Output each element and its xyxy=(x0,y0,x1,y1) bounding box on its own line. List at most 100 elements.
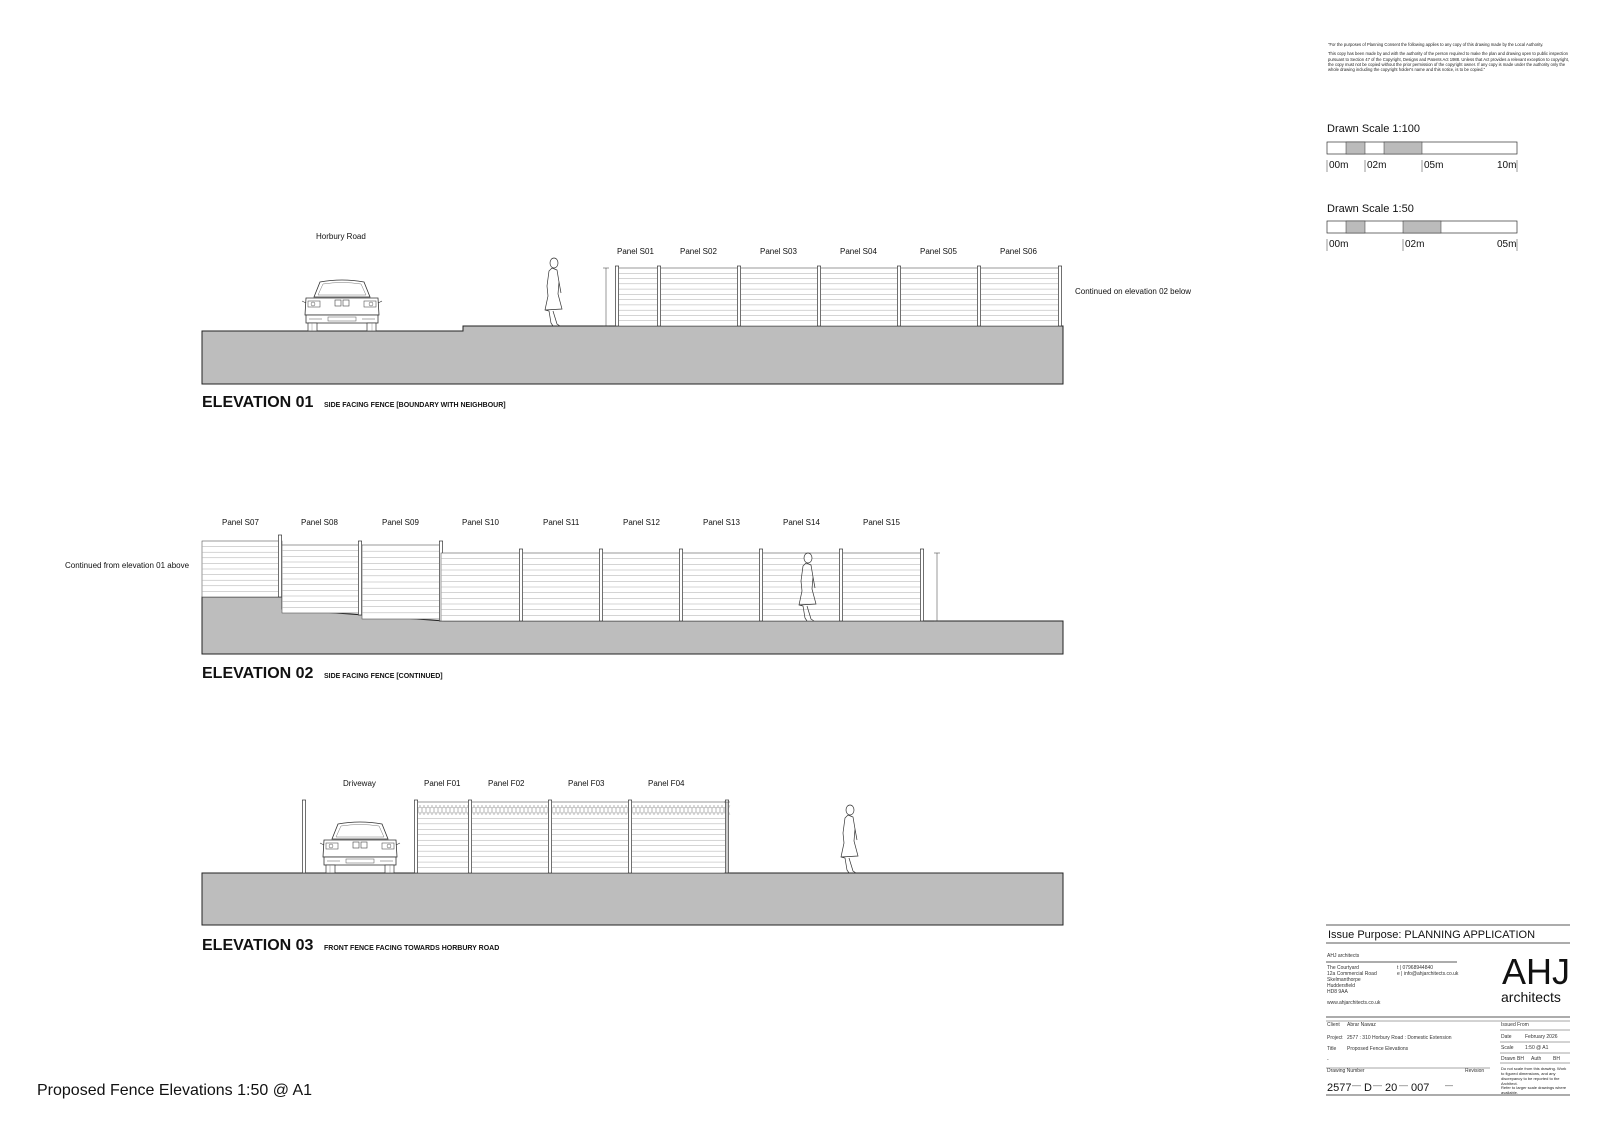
fence-panel xyxy=(978,267,1061,327)
sheet-footer-title: Proposed Fence Elevations 1:50 @ A1 xyxy=(37,1082,313,1099)
fence-panel xyxy=(616,267,660,327)
fence-panel xyxy=(361,544,443,620)
panel-label: Panel S10 xyxy=(462,518,499,527)
dimension-line xyxy=(603,267,609,327)
drawing-number-label: Drawing Number xyxy=(1327,1068,1365,1074)
elevation-title: ELEVATION 02 xyxy=(202,665,314,682)
panel-label: Panel S02 xyxy=(680,247,717,256)
drawing-note: Refer to larger scale drawings where ava… xyxy=(1501,1085,1567,1095)
dimension-line xyxy=(724,801,730,874)
fence-panel xyxy=(738,267,820,327)
continuation-note: Continued on elevation 02 below xyxy=(1075,287,1192,296)
elevation-02 xyxy=(201,534,1064,655)
fence-panel xyxy=(440,552,522,622)
auth-value: BH xyxy=(1553,1056,1560,1062)
address-line: The Courtyard xyxy=(1327,965,1359,971)
fence-post xyxy=(468,799,472,874)
drawing-number-part: 2577 xyxy=(1327,1082,1352,1094)
address-line: HD8 9AA xyxy=(1327,989,1348,995)
fence-post xyxy=(657,265,661,327)
title-block-frame xyxy=(1326,924,1570,1096)
fence-post xyxy=(599,548,603,622)
drawn-value: BH xyxy=(1517,1056,1524,1062)
car-icon xyxy=(319,821,401,874)
elevation-subtitle: SIDE FACING FENCE [BOUNDARY WITH NEIGHBO… xyxy=(324,402,506,409)
scale-bar-1-50 xyxy=(1326,220,1518,251)
revision-label: Revision xyxy=(1465,1068,1485,1074)
panel-label: Panel S15 xyxy=(863,518,900,527)
separator: — xyxy=(1352,1080,1361,1090)
dash-placeholder: - xyxy=(1327,1057,1329,1063)
drawing-note: Do not scale from this drawing. Work to … xyxy=(1501,1066,1567,1086)
client-label: Client xyxy=(1327,1022,1340,1028)
issue-purpose: Issue Purpose: PLANNING APPLICATION xyxy=(1328,929,1536,941)
fence-post xyxy=(302,799,306,874)
separator: — xyxy=(1373,1080,1382,1090)
scale-label: 00m xyxy=(1329,160,1349,171)
fence-post xyxy=(1058,265,1062,327)
fence-post xyxy=(817,265,821,327)
fence-post xyxy=(977,265,981,327)
copyright-notice: "For the purposes of Planning Consent th… xyxy=(1328,42,1573,76)
date-label: Date xyxy=(1501,1034,1512,1040)
panel-label: Panel S05 xyxy=(920,247,957,256)
fence-panel xyxy=(415,801,471,874)
fence-post xyxy=(759,548,763,622)
fence-post xyxy=(548,799,552,874)
firm-logo-subtitle: architects xyxy=(1501,989,1561,1005)
panel-label: Panel S01 xyxy=(617,247,654,256)
fence-post xyxy=(628,799,632,874)
elevation-title: ELEVATION 01 xyxy=(202,394,314,411)
fence-panel xyxy=(658,267,740,327)
elevation-03 xyxy=(201,799,1064,926)
road-label: Horbury Road xyxy=(316,232,366,241)
fence-panel xyxy=(840,552,923,622)
panel-label: Panel S12 xyxy=(623,518,660,527)
fence-panel xyxy=(600,552,682,622)
driveway-label: Driveway xyxy=(343,779,376,788)
fence-elevation-01 xyxy=(603,265,1062,327)
car-icon xyxy=(301,279,383,332)
fence-panel xyxy=(520,552,602,622)
firm-logo: AHJ xyxy=(1502,951,1571,992)
fence-panel xyxy=(629,801,728,874)
panel-label: Panel F04 xyxy=(648,779,685,788)
fence-panel xyxy=(818,267,900,327)
elevation-subtitle: FRONT FENCE FACING TOWARDS HORBURY ROAD xyxy=(324,945,500,952)
address-line: 12a Commercial Road xyxy=(1327,971,1377,977)
fence-elevation-03 xyxy=(302,799,731,874)
elevation-title: ELEVATION 03 xyxy=(202,937,314,954)
fence-trellis xyxy=(549,804,631,816)
fence-post xyxy=(839,548,843,622)
panel-label: Panel S09 xyxy=(382,518,419,527)
panel-label: Panel S13 xyxy=(703,518,740,527)
panel-label: Panel S11 xyxy=(543,518,580,527)
panel-label: Panel S03 xyxy=(760,247,797,256)
dimension-line xyxy=(934,552,940,622)
telephone: t | 07968944840 xyxy=(1397,965,1434,971)
elevation-01 xyxy=(201,257,1064,385)
fence-post xyxy=(414,799,418,874)
title-label: Title xyxy=(1327,1046,1337,1052)
fence-post xyxy=(519,548,523,622)
panel-label: Panel F01 xyxy=(424,779,461,788)
client-value: Abrar Nawaz xyxy=(1347,1022,1376,1028)
scale-title-1-50: Drawn Scale 1:50 xyxy=(1327,203,1414,215)
person-figure-icon xyxy=(544,257,563,327)
fence-panel xyxy=(201,540,283,598)
scale-value: 1:50 @ A1 xyxy=(1525,1045,1549,1051)
copyright-paragraph-2: This copy has been made by and with the … xyxy=(1328,51,1569,73)
project-label: Project xyxy=(1327,1035,1343,1041)
scale-label: 02m xyxy=(1367,160,1387,171)
drawing-number-part: D xyxy=(1364,1082,1372,1094)
fence-post xyxy=(897,265,901,327)
drawn-label: Drawn xyxy=(1501,1056,1516,1062)
auth-label: Auth xyxy=(1531,1056,1542,1062)
scale-label: 10m xyxy=(1497,160,1517,171)
separator: — xyxy=(1399,1080,1408,1090)
scale-label: 05m xyxy=(1424,160,1444,171)
scale-label: 00m xyxy=(1329,239,1349,250)
email: e | info@ahjarchitects.co.uk xyxy=(1397,971,1459,977)
address-line: Huddersfield xyxy=(1327,983,1356,989)
ground-section-01 xyxy=(201,325,1064,385)
